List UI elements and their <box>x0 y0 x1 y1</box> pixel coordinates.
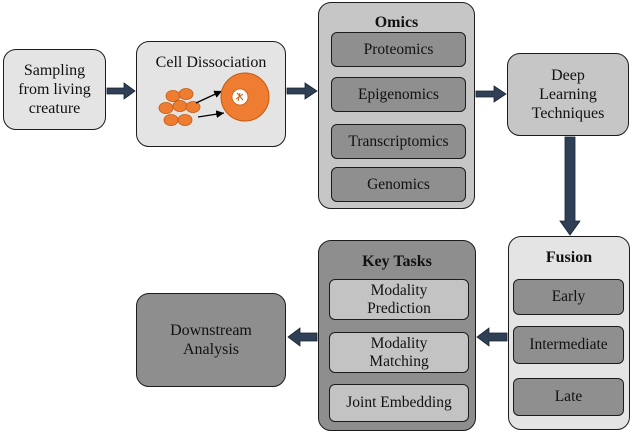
key-tasks-item-modality-matching: Modality Matching <box>329 332 469 373</box>
arrow-fusion-to-key-tasks <box>476 327 508 347</box>
fusion-title: Fusion <box>545 249 593 266</box>
fusion-item-intermediate: Intermediate <box>513 326 624 364</box>
deep-learning-label: Deep Learning Techniques <box>531 67 605 122</box>
arrow-sampling-to-cell-dissociation <box>106 82 136 100</box>
small-cell-icon <box>165 90 181 102</box>
fusion-item-early: Early <box>513 279 624 315</box>
small-cell-icon <box>178 88 194 100</box>
key-tasks-title: Key Tasks <box>362 253 432 270</box>
arrow-deep-learning-to-fusion <box>559 136 581 236</box>
pointer-arrow-icon <box>195 90 223 104</box>
downstream-analysis-label: Downstream Analysis <box>170 322 252 358</box>
omics-item-epigenomics: Epigenomics <box>331 77 466 112</box>
arrow-cell-dissociation-to-omics <box>286 82 318 100</box>
fusion-item-late: Late <box>513 378 624 416</box>
small-cell-icon <box>172 100 188 112</box>
key-tasks-item-joint-embedding: Joint Embedding <box>329 384 469 422</box>
pointer-arrow-icon <box>197 110 225 119</box>
sampling-label: Sampling from living creature <box>18 62 91 117</box>
sampling-box: Sampling from living creature <box>3 49 106 130</box>
arrow-omics-to-deep-learning <box>475 85 507 103</box>
small-cell-icon <box>158 102 174 114</box>
key-tasks-item-modality-prediction: Modality Prediction <box>329 279 469 320</box>
arrow-key-tasks-to-downstream <box>287 327 318 347</box>
deep-learning-box: Deep Learning Techniques <box>507 53 629 136</box>
omics-title: Omics <box>374 14 419 31</box>
downstream-analysis-box: Downstream Analysis <box>136 293 286 387</box>
small-cell-icon <box>177 114 193 126</box>
small-cell-icon <box>163 114 179 126</box>
small-cell-icon <box>185 101 201 113</box>
omics-item-proteomics: Proteomics <box>331 32 466 67</box>
omics-item-transcriptomics: Transcriptomics <box>331 124 466 159</box>
cell-dissociation-label: Cell Dissociation <box>155 54 267 71</box>
nucleus-detail-icon <box>235 92 244 102</box>
omics-item-genomics: Genomics <box>331 167 466 202</box>
